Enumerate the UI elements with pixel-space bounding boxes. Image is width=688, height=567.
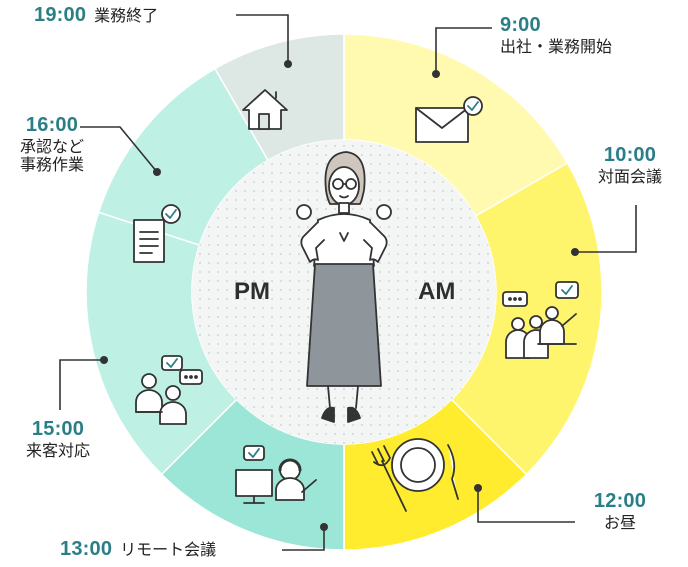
schedule-label-16: 16:00 承認など 事務作業 [4,114,100,175]
leader-dot-16 [153,168,161,176]
time-label: 9:00 [500,14,541,36]
visitor-chat-icon [135,355,203,425]
leader-line-12 [477,488,575,523]
leader-line-10 [575,205,637,253]
activity-label: 対面会議 [597,166,662,186]
time-label: 16:00 [25,114,79,136]
leader-dot-9 [432,70,440,78]
lunch-plate-icon [371,438,459,512]
leader-line-19 [236,14,289,64]
document-check-icon [133,204,181,263]
leader-line-9 [435,27,492,74]
person-illustration [296,151,392,423]
schedule-label-10: 10:00 対面会議 [580,144,680,186]
schedule-label-12: 12:00 お昼 [580,490,660,532]
schedule-label-9: 9:00 出社・業務開始 [500,14,612,56]
schedule-label-19: 19:00 業務終了 [34,4,158,28]
time-label: 19:00 [34,4,87,26]
time-label: 15:00 [31,418,85,440]
meeting-icon [502,281,579,359]
leader-line-15 [59,359,104,410]
schedule-ring [85,33,603,551]
activity-label: 業務終了 [94,6,159,25]
leader-dot-10 [571,248,579,256]
am-label: AM [418,278,456,305]
pm-label: PM [234,278,270,305]
mail-icon [415,96,483,143]
leader-line-13 [282,527,325,551]
activity-label: 出社・業務開始 [500,36,613,56]
leader-dot-19 [284,60,292,68]
activity-label: お昼 [603,512,636,532]
time-label: 13:00 [60,538,113,560]
leader-dot-13 [320,523,328,531]
schedule-label-15: 15:00 来客対応 [8,418,108,460]
leader-dot-12 [474,484,482,492]
activity-label: 承認など 事務作業 [19,136,84,175]
leader-line-16 [80,126,158,173]
time-label: 10:00 [603,144,657,166]
leader-lines [59,14,637,551]
leader-dot-15 [100,356,108,364]
leader-dots [100,60,579,531]
activity-label: 来客対応 [25,440,90,460]
activity-label: リモート会議 [120,540,217,559]
home-icon [242,89,288,130]
schedule-label-13: 13:00 リモート会議 [60,538,216,562]
time-label: 12:00 [593,490,647,512]
headset-computer-icon [235,445,317,504]
